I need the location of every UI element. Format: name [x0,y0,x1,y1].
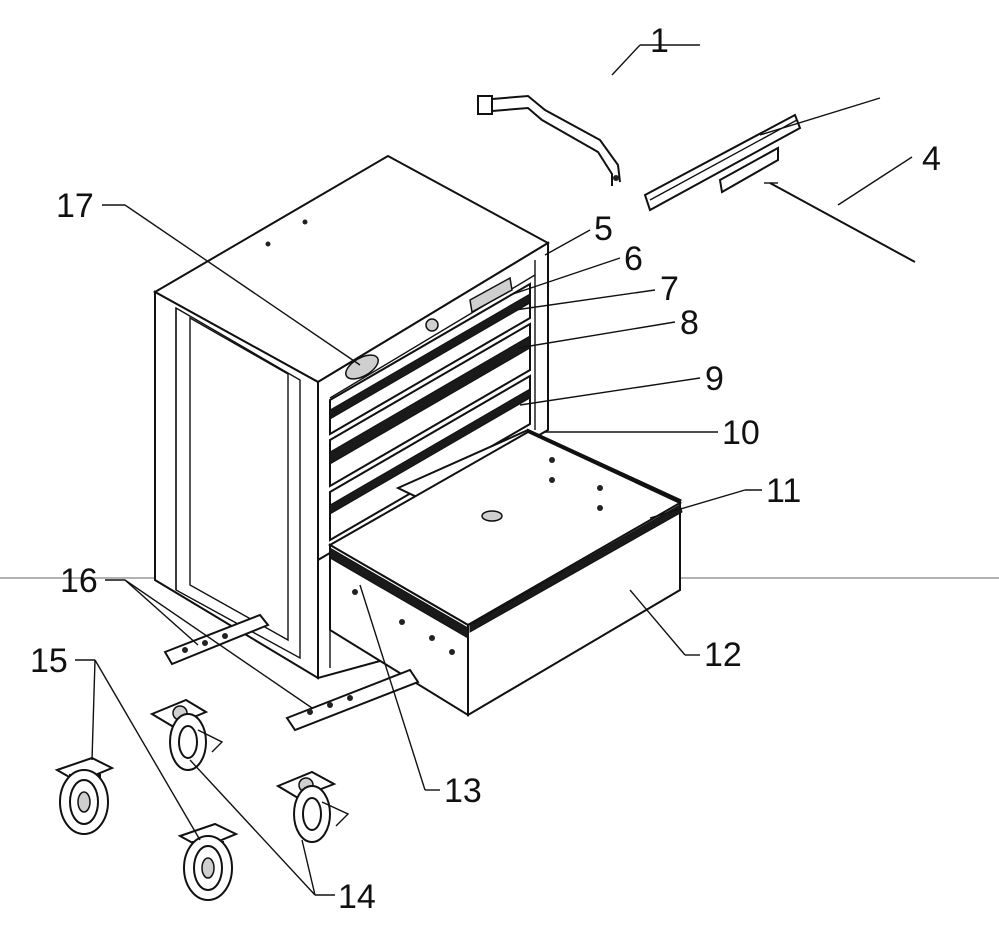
callout-1: 1 [650,22,669,60]
callout-14: 14 [338,878,376,916]
callout-15: 15 [30,642,68,680]
caster-rigid-right [177,822,239,901]
callout-11: 11 [766,472,801,510]
open-drawer [327,428,683,717]
callout-13: 13 [444,772,482,810]
lock-rod [764,182,916,263]
drawer-slide-rails [643,97,881,212]
caster-swivel-brake-right [275,770,350,843]
handle-bracket [477,94,621,186]
callout-6: 6 [624,240,643,278]
callout-9: 9 [705,360,724,398]
trim-handle [469,276,513,314]
callout-17: 17 [56,187,94,225]
key-lock [425,318,439,332]
callout-8: 8 [680,304,699,342]
callout-10: 10 [722,414,760,452]
closed-drawers [329,282,531,542]
callout-5: 5 [594,210,613,248]
caster-swivel-brake-left [149,698,224,771]
leader-lines [75,44,913,896]
callout-7: 7 [660,270,679,308]
callout-16: 16 [60,562,98,600]
lock-emblem [345,354,379,380]
caster-mounting-plates [163,613,420,732]
callout-12: 12 [704,636,742,674]
callout-labels: 1 4 5 6 7 8 9 10 11 12 13 14 15 16 17 [30,22,941,916]
callout-4: 4 [922,140,941,178]
cabinet-top-trim [345,276,513,380]
caster-rigid-left [54,756,115,835]
